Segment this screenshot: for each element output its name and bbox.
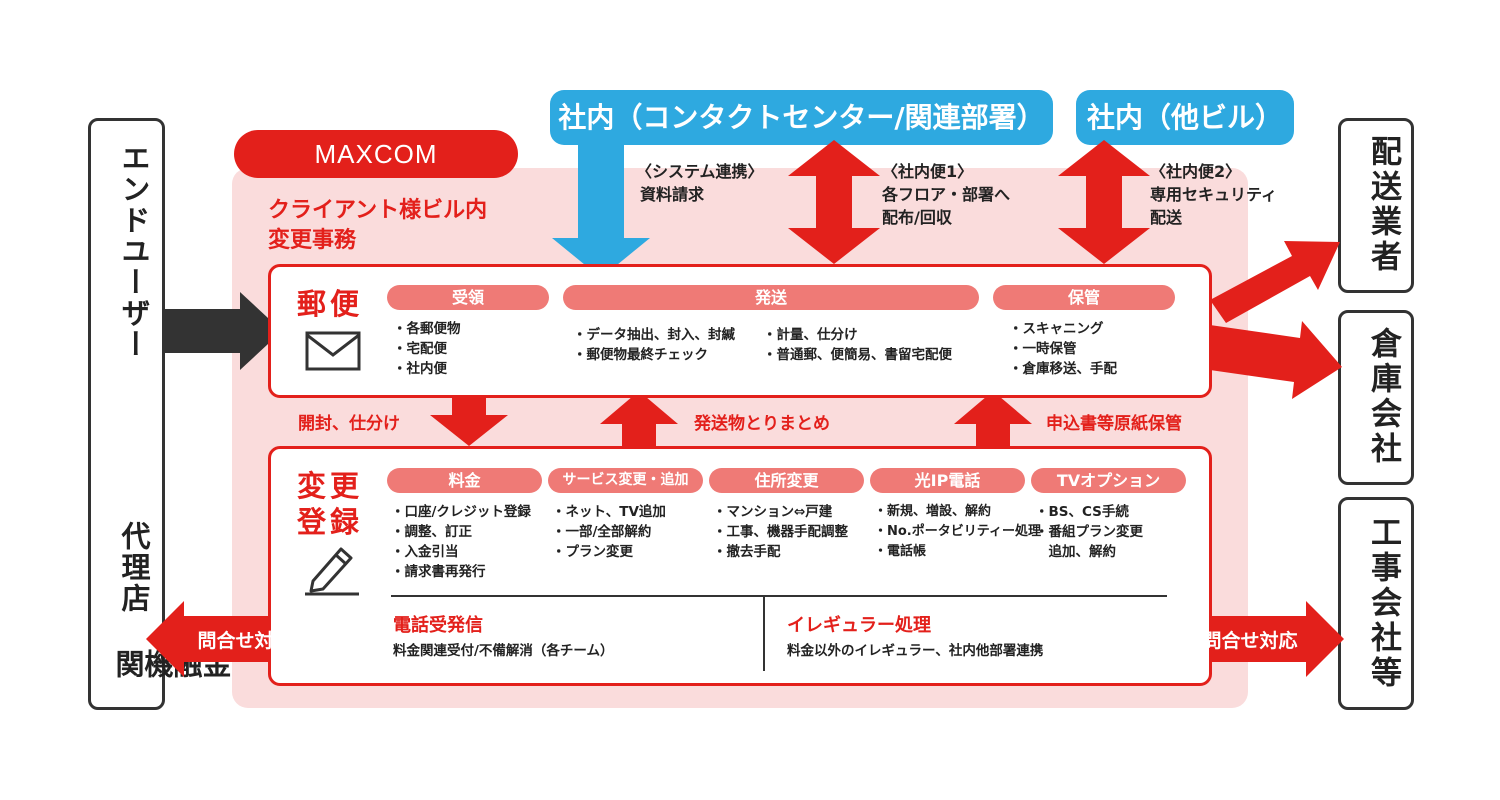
list-item: ・データ抽出、封入、封緘: [573, 327, 735, 343]
section-divider: [391, 595, 1167, 597]
system-link-note-2: 資料請求: [640, 185, 705, 204]
list-item: ・工事、機器手配調整: [713, 524, 848, 540]
end-user-label: エンドユーザー: [117, 143, 151, 360]
storage-list: ・スキャニング ・一時保管 ・倉庫移送、手配: [1009, 319, 1117, 379]
internal-contact-center-box: 社内（コンタクトセンター/関連部署）: [550, 90, 1053, 145]
list-item: ・プラン変更: [552, 544, 633, 560]
pencil-icon: [305, 547, 359, 596]
internal-mail-2-arrow: [1058, 140, 1150, 264]
internal-mail-2-note-2: 専用セキュリティ: [1150, 185, 1278, 204]
list-item: ・各郵便物: [393, 321, 461, 337]
pill-ip-phone: 光IP電話: [870, 468, 1025, 493]
mail-title: 郵便: [297, 287, 364, 321]
change-registration-section: 変更 登録 料金 サービス変更・追加 住所変更 光IP電話 TVオプション ・口…: [268, 446, 1212, 686]
list-item: ・請求書再発行: [391, 564, 486, 580]
irregular-desc: 料金以外のイレギュラー、社内他部署連携: [787, 643, 1044, 659]
internal-mail-1-note-3: 配布/回収: [882, 208, 952, 227]
list-item: ・撤去手配: [713, 544, 781, 560]
internal-mail-1-note-1: 〈社内便1〉: [882, 162, 974, 181]
list-item: ・ネット、TV追加: [552, 504, 666, 520]
list-item: ・マンション⇔戸建: [713, 504, 833, 520]
receive-list: ・各郵便物 ・宅配便 ・社内便: [393, 319, 461, 379]
system-link-arrow: [552, 145, 650, 278]
pill-service-change: サービス変更・追加: [548, 468, 703, 493]
warehouse-company-box: 倉庫会社: [1338, 310, 1414, 485]
list-item: ・宅配便: [393, 341, 447, 357]
warehouse-company-label: 倉庫会社: [1365, 327, 1401, 467]
bundle-arrow: [600, 391, 678, 446]
client-building-title-1: クライアント様ビル内: [268, 198, 488, 223]
pill-address-change: 住所変更: [709, 468, 864, 493]
envelope-icon: [305, 331, 361, 371]
list-item: ・口座/クレジット登録: [391, 504, 531, 520]
list-item: 追加、解約: [1035, 544, 1116, 560]
maxcom-tab: MAXCOM: [234, 130, 518, 178]
pill-tv-option: TVオプション: [1031, 468, 1186, 493]
delivery-company-label: 配送業者: [1365, 135, 1401, 275]
list-item: ・スキャニング: [1009, 321, 1104, 337]
pill-storage: 保管: [993, 285, 1175, 310]
agency-label: 代理店: [117, 521, 151, 614]
list-item: ・郵便物最終チェック: [573, 347, 708, 363]
construction-company-label: 工事会社等: [1365, 516, 1401, 691]
service-list: ・ネット、TV追加 ・一部/全部解約 ・プラン変更: [552, 502, 666, 562]
internal-mail-2-note-3: 配送: [1150, 208, 1183, 227]
list-item: ・一部/全部解約: [552, 524, 652, 540]
list-item: ・新規、増設、解約: [874, 504, 992, 519]
list-item: ・番組プラン変更: [1035, 524, 1143, 540]
to-warehouse-arrow: [1210, 321, 1342, 399]
internal-mail-1-arrow: [788, 140, 880, 264]
send-list-a: ・データ抽出、封入、封緘 ・郵便物最終チェック: [573, 325, 735, 365]
send-list-b: ・計量、仕分け ・普通郵、便簡易、書留宅配便: [763, 325, 952, 365]
list-item: ・社内便: [393, 361, 447, 377]
list-item: ・No.ポータビリティー処理: [874, 524, 1041, 539]
construction-company-box: 工事会社等: [1338, 497, 1414, 710]
vertical-divider: [763, 597, 765, 671]
tv-option-list: ・BS、CS手続 ・番組プラン変更 追加、解約: [1035, 502, 1143, 562]
list-item: ・計量、仕分け: [763, 327, 858, 343]
open-sort-label: 開封、仕分け: [298, 414, 400, 434]
ip-phone-list: ・新規、増設、解約 ・No.ポータビリティー処理 ・電話帳: [874, 502, 1041, 562]
inquiry-left-label: 問合せ対応: [197, 630, 293, 652]
inquiry-right-label: 問合せ対応: [1202, 630, 1298, 652]
bundle-label: 発送物とりまとめ: [694, 414, 830, 434]
change-title-1: 変更: [297, 469, 364, 503]
irregular-title: イレギュラー処理: [787, 615, 931, 636]
list-item: ・BS、CS手続: [1035, 504, 1129, 520]
pill-send: 発送: [563, 285, 979, 310]
pill-fee: 料金: [387, 468, 542, 493]
internal-mail-1-note-2: 各フロア・部署へ: [882, 185, 1011, 204]
internal-other-building-box: 社内（他ビル）: [1076, 90, 1294, 145]
pill-receive: 受領: [387, 285, 549, 310]
system-link-note-1: 〈システム連携〉: [636, 162, 764, 181]
phone-title: 電話受発信: [393, 615, 483, 636]
fee-list: ・口座/クレジット登録 ・調整、訂正 ・入金引当 ・請求書再発行: [391, 502, 531, 582]
client-building-title-2: 変更事務: [268, 228, 357, 253]
list-item: ・普通郵、便簡易、書留宅配便: [763, 347, 952, 363]
list-item: ・一時保管: [1009, 341, 1077, 357]
internal-mail-2-note-1: 〈社内便2〉: [1150, 162, 1242, 181]
archive-label: 申込書等原紙保管: [1046, 414, 1182, 434]
phone-desc: 料金関連受付/不備解消（各チーム）: [393, 643, 614, 659]
list-item: ・入金引当: [391, 544, 459, 560]
list-item: ・電話帳: [874, 544, 927, 559]
address-list: ・マンション⇔戸建 ・工事、機器手配調整 ・撤去手配: [713, 502, 848, 562]
list-item: ・倉庫移送、手配: [1009, 361, 1117, 377]
end-user-to-mail-arrow: [162, 292, 282, 370]
to-delivery-arrow: [1210, 241, 1340, 323]
archive-arrow: [954, 391, 1032, 446]
delivery-company-box: 配送業者: [1338, 118, 1414, 293]
list-item: ・調整、訂正: [391, 524, 472, 540]
open-sort-arrow: [430, 396, 508, 446]
change-title-2: 登録: [297, 505, 364, 539]
mail-section: 郵便 受領 発送 保管 ・各郵便物 ・宅配便 ・社内便 ・データ抽出、封入、封緘…: [268, 264, 1212, 398]
